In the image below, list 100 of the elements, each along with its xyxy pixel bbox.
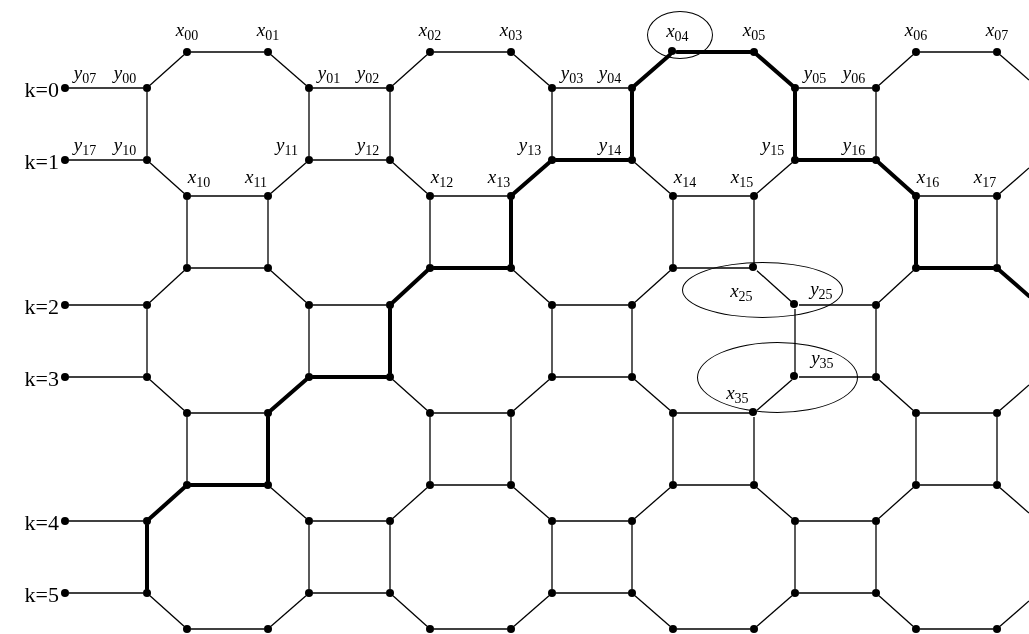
edge-line <box>389 524 391 590</box>
vertex-dot <box>143 589 151 597</box>
edge-line <box>878 54 914 86</box>
edge-line <box>551 91 553 157</box>
vertex-label: x$_{15}$ <box>730 167 754 187</box>
edge-line <box>186 199 188 265</box>
edge-line <box>551 524 553 590</box>
edge-line <box>756 595 793 627</box>
edge-line <box>999 487 1029 514</box>
vertex-dot <box>791 589 799 597</box>
edge-line <box>270 162 307 194</box>
edge-line <box>68 87 144 89</box>
edge-line <box>672 416 674 482</box>
edge-line <box>878 595 914 627</box>
highlighted-edge <box>998 268 1029 299</box>
vertex-label: x$_{17}$ <box>973 167 997 187</box>
vertex-label: y$_{02}$ <box>356 63 380 83</box>
edge-line <box>878 270 914 303</box>
highlighted-edge <box>512 160 551 196</box>
edge-line <box>312 520 387 522</box>
highlighted-edge <box>755 52 794 88</box>
edge-line <box>68 159 144 161</box>
edge-line <box>149 162 185 194</box>
edge-line <box>555 87 629 89</box>
row-label: k=2 <box>24 295 59 319</box>
edge-line <box>433 628 508 630</box>
vertex-label: y$_{15}$ <box>761 135 785 155</box>
vertex-label: y$_{05}$ <box>803 63 827 83</box>
vertex-dot <box>507 264 515 272</box>
edge-line <box>149 54 185 86</box>
highlighted-edge <box>914 198 918 266</box>
vertex-label: y$_{35}$ <box>811 348 834 369</box>
vertex-dot <box>548 373 556 381</box>
edge-line <box>555 520 629 522</box>
vertex-dot <box>669 264 677 272</box>
highlighted-edge <box>145 523 149 591</box>
edge-line <box>433 484 508 486</box>
vertex-label: y$_{17}$ <box>73 135 97 155</box>
vertex-label: x$_{10}$ <box>187 167 211 187</box>
edge-line <box>433 51 508 53</box>
vertex-dot <box>749 263 758 272</box>
vertex-label: y$_{11}$ <box>276 135 298 155</box>
highlighted-edge <box>266 415 270 483</box>
edge-line <box>68 520 144 522</box>
vertex-label: x$_{04}$ <box>666 21 689 42</box>
vertex-dot <box>872 301 880 309</box>
edge-line <box>270 270 307 303</box>
edge-line <box>68 376 144 378</box>
vertex-dot <box>143 301 151 309</box>
edge-line <box>190 628 265 630</box>
row-label: k=0 <box>24 78 59 102</box>
edge-line <box>555 592 629 594</box>
vertex-dot <box>183 481 191 489</box>
edge-line <box>875 524 877 590</box>
vertex-dot <box>305 301 313 309</box>
edge-line <box>798 304 873 306</box>
vertex-dot <box>790 300 799 309</box>
vertex-label: x$_{01}$ <box>256 20 280 40</box>
vertex-dot <box>386 589 394 597</box>
vertex-dot <box>912 264 920 272</box>
edge-line <box>634 379 671 411</box>
vertex-dot <box>426 409 434 417</box>
edge-line <box>68 304 144 306</box>
edge-line <box>676 484 751 486</box>
vertex-dot <box>872 589 880 597</box>
vertex-label: x$_{02}$ <box>418 20 442 40</box>
edge-line <box>270 595 307 627</box>
vertex-dot <box>183 264 191 272</box>
edge-line <box>996 416 998 482</box>
vertex-label: x$_{25}$ <box>730 281 753 302</box>
vertex-label: y$_{14}$ <box>598 135 622 155</box>
vertex-label: y$_{04}$ <box>598 63 622 83</box>
vertex-dot <box>305 517 313 525</box>
edge-line <box>389 91 391 157</box>
vertex-label: x$_{05}$ <box>742 20 766 40</box>
vertex-dot <box>264 481 272 489</box>
vertex-dot <box>669 625 677 633</box>
edge-line <box>676 628 751 630</box>
highlighted-edge <box>432 266 509 270</box>
edge-line <box>555 304 629 306</box>
edge-line <box>634 487 671 519</box>
highlighted-edge <box>509 198 513 266</box>
vertex-dot <box>669 409 677 417</box>
edge-line <box>919 51 994 53</box>
edge-line <box>312 304 387 306</box>
highlighted-edge <box>554 158 630 162</box>
row-label: k=5 <box>24 583 59 607</box>
edge-line <box>794 524 796 590</box>
vertex-label: y$_{07}$ <box>73 63 97 83</box>
vertex-dot <box>183 625 191 633</box>
vertex-dot <box>872 517 880 525</box>
vertex-dot <box>143 373 151 381</box>
row-label: k=3 <box>24 367 59 391</box>
vertex-label: y$_{16}$ <box>842 135 866 155</box>
edge-line <box>149 270 185 303</box>
highlighted-edge <box>630 90 634 158</box>
edge-line <box>308 524 310 590</box>
edge-line <box>190 267 265 269</box>
vertex-dot <box>628 301 636 309</box>
edge-line <box>634 595 671 627</box>
